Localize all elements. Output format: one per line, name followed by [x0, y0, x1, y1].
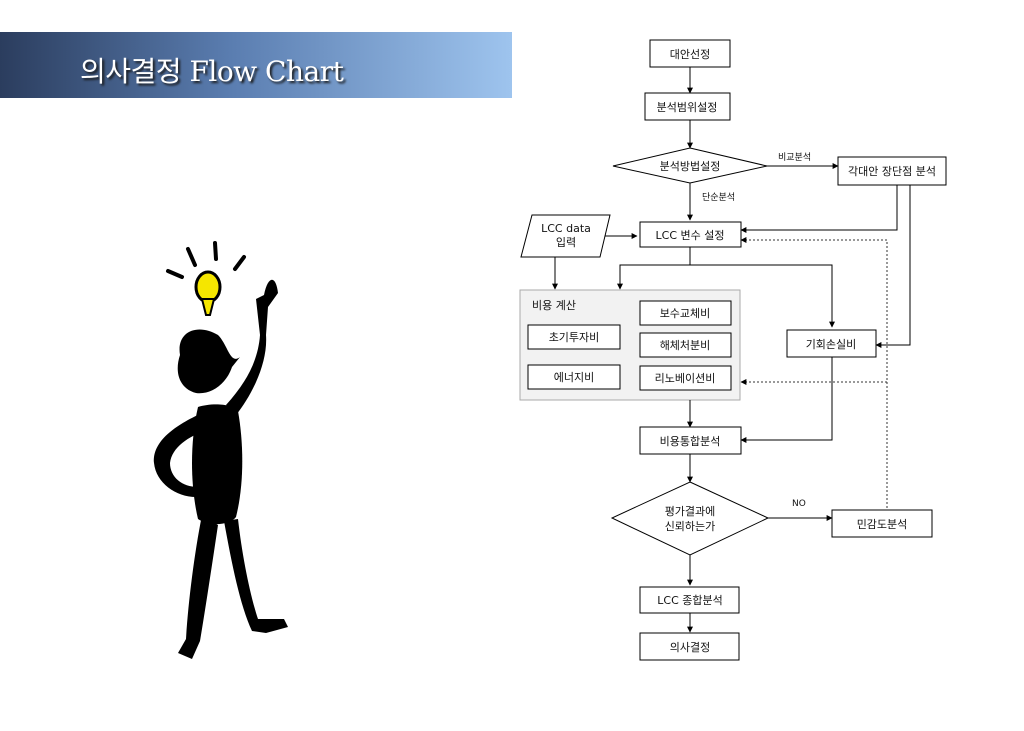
- node-sensitivity: [831, 509, 933, 538]
- edge-lccvar-costcalc: [617, 264, 690, 290]
- edge-lccvar-opportunity: [689, 247, 835, 328]
- node-lcc-var: [639, 221, 742, 248]
- hip-arm-icon: [153, 413, 208, 497]
- node-renovation: [639, 365, 732, 391]
- label-pros-cons: 각대안 장단점 분석: [848, 165, 936, 178]
- lightbulb-icon: [194, 270, 222, 316]
- raised-arm-icon: [226, 279, 278, 415]
- flowchart: 대안선정 분석범위설정 분석방법설정 각대안 장단점 분석 LCC data 입…: [519, 39, 947, 661]
- node-alt-select: [649, 39, 731, 68]
- label-renovation: 리노베이션비: [655, 372, 716, 385]
- node-evaluate: [610, 481, 770, 556]
- node-lcc-data: [520, 214, 611, 258]
- label-cost-calc: 비용 계산: [532, 299, 576, 312]
- label-opportunity: 기회손실비: [806, 338, 857, 351]
- label-decision: 의사결정: [670, 641, 710, 654]
- label-lcc-data-line2: 입력: [556, 236, 576, 249]
- right-leg-icon: [224, 519, 288, 633]
- label-sensitivity: 민감도분석: [857, 518, 908, 531]
- label-integrated: 비용통합분석: [660, 435, 721, 448]
- label-lcc-total: LCC 종합분석: [657, 594, 722, 607]
- node-lcc-total: [639, 586, 740, 614]
- label-init-invest: 초기투자비: [549, 331, 600, 344]
- node-scope: [644, 92, 731, 121]
- label-alt-select: 대안선정: [670, 48, 710, 61]
- edge-sensitivity-lccvar: [740, 237, 888, 508]
- left-leg-icon: [178, 515, 218, 659]
- node-pros-cons: [837, 156, 947, 186]
- edge-label-compare: 비교분석: [778, 152, 811, 163]
- edge-label-simple: 단순분석: [702, 192, 735, 203]
- node-opportunity: [786, 329, 877, 358]
- node-method: [612, 147, 768, 184]
- person-with-lightbulb-icon: [153, 241, 288, 659]
- edge-label-no: NO: [792, 499, 806, 509]
- node-maintenance: [639, 300, 732, 326]
- edge-opportunity-integrated: [740, 357, 833, 443]
- label-lcc-var: LCC 변수 설정: [656, 229, 725, 242]
- light-rays-icon: [166, 241, 246, 279]
- label-lcc-data-line1: LCC data: [541, 222, 591, 235]
- body-icon: [192, 404, 243, 525]
- head-icon: [177, 329, 240, 394]
- label-scope: 분석범위설정: [657, 101, 718, 114]
- page-title: 의사결정 Flow Chart: [80, 55, 344, 88]
- label-evaluate-line1: 평가결과에: [665, 505, 716, 518]
- label-energy: 에너지비: [554, 371, 594, 384]
- node-energy: [527, 364, 621, 390]
- node-init-invest: [527, 324, 621, 350]
- label-demolition: 해체처분비: [660, 338, 711, 352]
- label-method: 분석방법설정: [660, 160, 721, 173]
- node-integrated: [639, 426, 742, 455]
- edge-proscons-lccvar: [740, 185, 898, 233]
- title-banner: [0, 32, 512, 98]
- node-demolition: [639, 332, 732, 358]
- label-evaluate-line2: 신뢰하는가: [665, 519, 716, 533]
- edge-proscons-opportunity: [875, 185, 911, 348]
- node-decision: [639, 632, 740, 661]
- label-maintenance: 보수교체비: [660, 307, 711, 320]
